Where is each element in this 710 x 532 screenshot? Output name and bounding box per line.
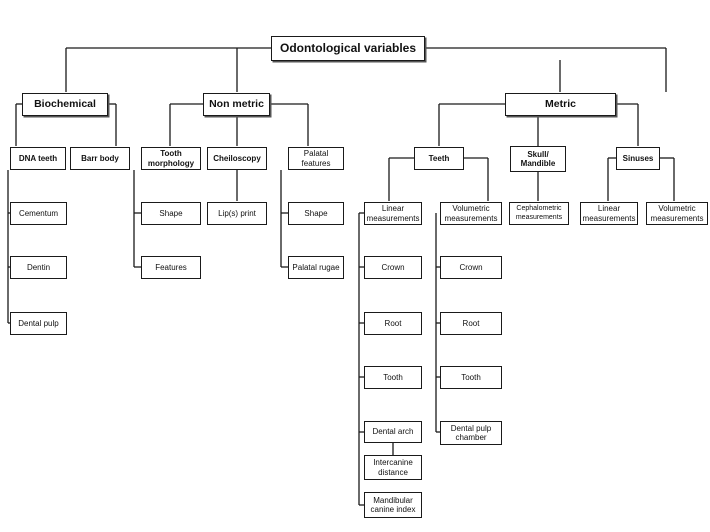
- volumetric-tooth-node: Tooth: [440, 366, 502, 389]
- linear-crown-node: Crown: [364, 256, 422, 279]
- volumetric-measurements-node: Volumetric measurements: [440, 202, 502, 225]
- sinuses-node: Sinuses: [616, 147, 660, 170]
- dental-pulp-node: Dental pulp: [10, 312, 67, 335]
- tooth-shape-node: Shape: [141, 202, 201, 225]
- dna-teeth-node: DNA teeth: [10, 147, 66, 170]
- dental-arch-node: Dental arch: [364, 421, 422, 443]
- teeth-node: Teeth: [414, 147, 464, 170]
- root-node: Odontological variables: [271, 36, 425, 61]
- linear-measurements-node: Linear measurements: [364, 202, 422, 225]
- cementum-node: Cementum: [10, 202, 67, 225]
- lip-print-node: Lip(s) print: [207, 202, 267, 225]
- mandibular-canine-index-node: Mandibular canine index: [364, 492, 422, 518]
- linear-tooth-node: Tooth: [364, 366, 422, 389]
- skull-mandible-node: Skull/ Mandible: [510, 146, 566, 172]
- tooth-morphology-node: Tooth morphology: [141, 147, 201, 170]
- barr-body-node: Barr body: [70, 147, 130, 170]
- tooth-features-node: Features: [141, 256, 201, 279]
- dentin-node: Dentin: [10, 256, 67, 279]
- biochemical-node: Biochemical: [22, 93, 108, 116]
- palatal-rugae-node: Palatal rugae: [288, 256, 344, 279]
- palatal-features-node: Palatal features: [288, 147, 344, 170]
- sinus-linear-measurements-node: Linear measurements: [580, 202, 638, 225]
- intercanine-distance-node: Intercanine distance: [364, 455, 422, 480]
- sinus-volumetric-measurements-node: Volumetric measurements: [646, 202, 708, 225]
- metric-node: Metric: [505, 93, 616, 116]
- cheiloscopy-node: Cheiloscopy: [207, 147, 267, 170]
- non-metric-node: Non metric: [203, 93, 270, 116]
- palatal-shape-node: Shape: [288, 202, 344, 225]
- dental-pulp-chamber-node: Dental pulp chamber: [440, 421, 502, 445]
- volumetric-root-node: Root: [440, 312, 502, 335]
- volumetric-crown-node: Crown: [440, 256, 502, 279]
- cephalometric-measurements-node: Cephalometric measurements: [509, 202, 569, 225]
- linear-root-node: Root: [364, 312, 422, 335]
